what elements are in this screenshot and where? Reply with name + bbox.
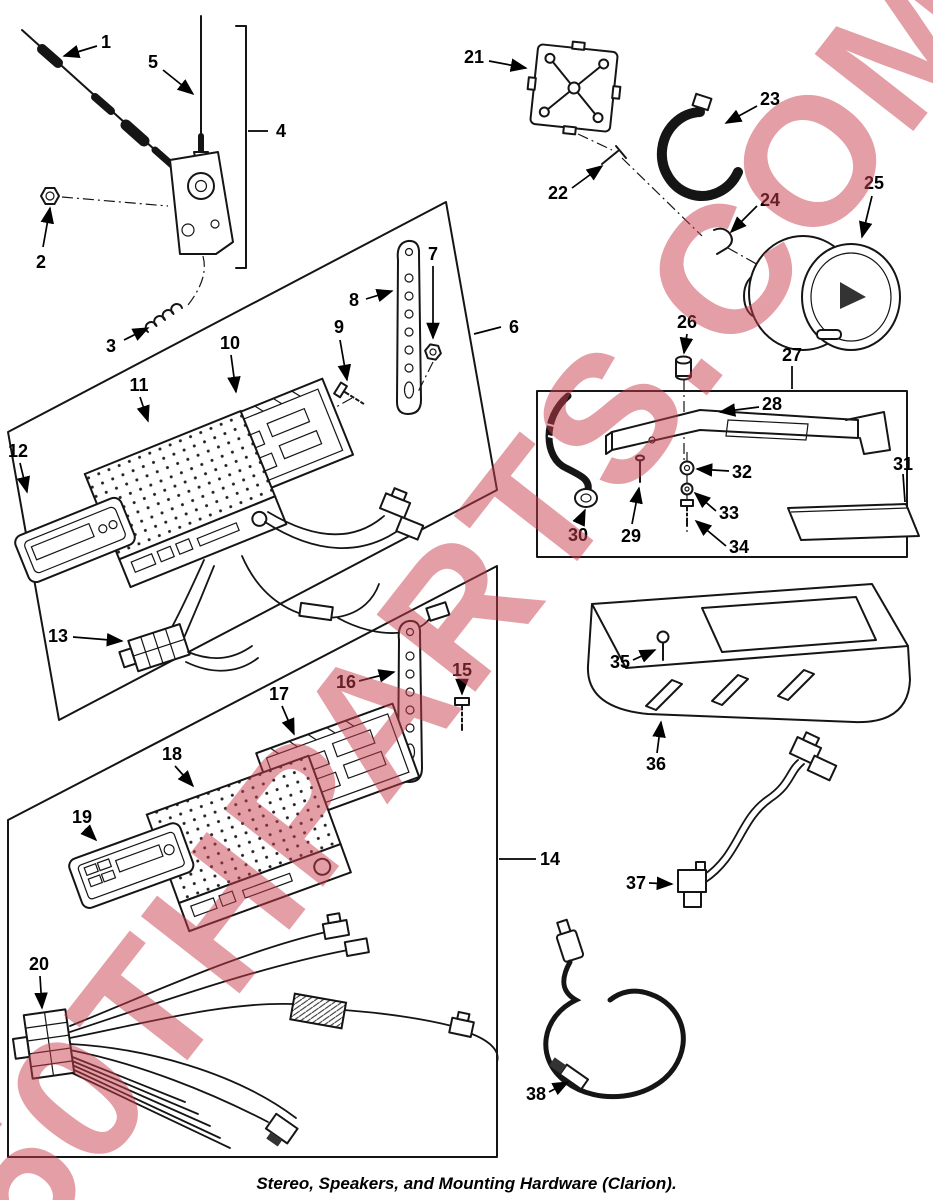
grommet-cable xyxy=(545,392,592,494)
callout-17: 17 xyxy=(269,684,289,704)
callout-6: 6 xyxy=(509,317,519,337)
mount-screw xyxy=(601,150,619,165)
callout-22: 22 xyxy=(548,183,568,203)
callout-36: 36 xyxy=(646,754,666,774)
extension-cable xyxy=(543,918,686,1100)
callout-28: 28 xyxy=(762,394,782,414)
enclosure-slot xyxy=(645,679,683,711)
callout-20: 20 xyxy=(29,954,49,974)
hex-nut-7 xyxy=(424,343,442,361)
speaker-triangle-mark xyxy=(840,282,866,309)
mounting-pad xyxy=(787,503,920,541)
callout-30: 30 xyxy=(568,525,588,545)
callout-4: 4 xyxy=(276,121,286,141)
callout-24: 24 xyxy=(760,190,780,210)
callout-21: 21 xyxy=(464,47,484,67)
speaker-enclosure xyxy=(586,583,911,724)
radio-kit-lower xyxy=(7,565,499,1158)
harness-connector xyxy=(677,869,707,893)
washer-33 xyxy=(680,482,694,496)
radio-unit-18 xyxy=(145,754,352,933)
screw-9 xyxy=(333,381,365,406)
antenna-cable-connector xyxy=(37,44,63,68)
faceplate-19 xyxy=(68,822,195,909)
enclosure-screw xyxy=(656,630,670,644)
callout-37: 37 xyxy=(626,873,646,893)
speaker xyxy=(743,235,901,351)
callout-12: 12 xyxy=(8,441,28,461)
callout-14: 14 xyxy=(540,849,560,869)
callout-7: 7 xyxy=(428,244,438,264)
callout-3: 3 xyxy=(106,336,116,356)
callout-35: 35 xyxy=(610,652,630,672)
callout-29: 29 xyxy=(621,526,641,546)
callout-2: 2 xyxy=(36,252,46,272)
callout-33: 33 xyxy=(719,503,739,523)
callout-38: 38 xyxy=(526,1084,546,1104)
group-box-14 xyxy=(7,565,498,1158)
radio-knob xyxy=(313,857,332,876)
radio-knob xyxy=(251,510,268,527)
callout-5: 5 xyxy=(148,52,158,72)
main-connector-20 xyxy=(11,1008,76,1080)
bracket-span-4 xyxy=(235,25,247,269)
antenna-base-plate xyxy=(169,151,234,255)
callout-16: 16 xyxy=(336,672,356,692)
callout-25: 25 xyxy=(864,173,884,193)
radio-unit-11 xyxy=(83,409,288,589)
callout-27: 27 xyxy=(782,345,802,365)
figure-caption: Stereo, Speakers, and Mounting Hardware … xyxy=(256,1174,677,1193)
callout-9: 9 xyxy=(334,317,344,337)
radio-kit-upper xyxy=(7,201,498,721)
callout-26: 26 xyxy=(677,312,697,332)
callout-31: 31 xyxy=(893,454,913,474)
leader-1 xyxy=(62,45,98,59)
callout-23: 23 xyxy=(760,89,780,109)
callout-8: 8 xyxy=(349,290,359,310)
retainer-clip xyxy=(713,227,733,255)
washer-32 xyxy=(679,460,695,476)
faceplate-12 xyxy=(14,496,136,584)
antenna-spring xyxy=(144,303,183,333)
speaker-bracket-kit xyxy=(536,355,920,558)
mount-plate-assembly xyxy=(526,40,786,281)
callout-34: 34 xyxy=(729,537,749,557)
callout-32: 32 xyxy=(732,462,752,482)
screw-15 xyxy=(454,697,470,731)
speaker-harness xyxy=(677,731,838,908)
antenna-nut xyxy=(40,187,60,205)
callout-11: 11 xyxy=(129,375,148,395)
callout-1: 1 xyxy=(101,32,111,52)
callout-18: 18 xyxy=(162,744,182,764)
wiring-connector-13 xyxy=(118,623,191,673)
callout-19: 19 xyxy=(72,807,92,827)
group-box-6 xyxy=(7,201,498,721)
wiring-harness-20 xyxy=(11,912,499,1149)
callout-13: 13 xyxy=(48,626,68,646)
speaker-bracket xyxy=(611,409,859,451)
group-box-27 xyxy=(536,390,908,558)
callout-10: 10 xyxy=(220,333,240,353)
antenna-assembly xyxy=(21,15,247,333)
callouts: 1 2 3 4 5 6 7 8 9 10 11 12 13 14 15 16 1… xyxy=(8,32,913,1104)
callout-15: 15 xyxy=(452,660,472,680)
inline-module xyxy=(289,992,348,1030)
